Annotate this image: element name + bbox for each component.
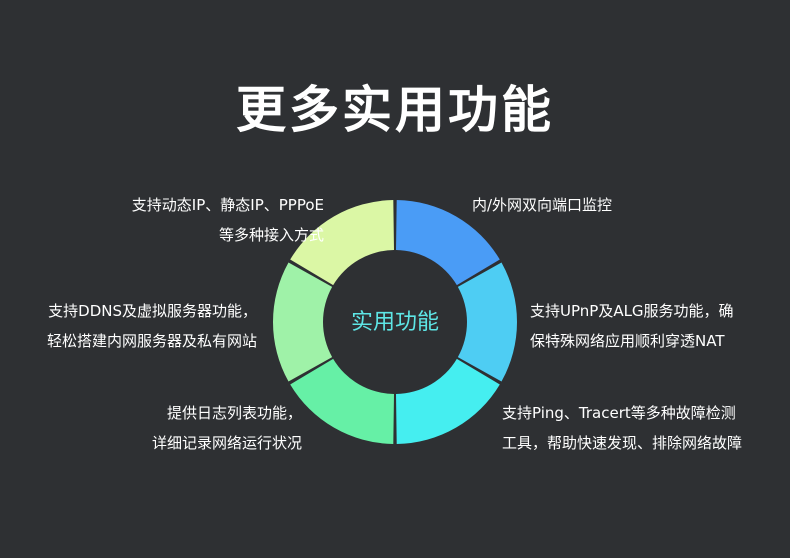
feature-upnp-alg: 支持UPnP及ALG服务功能，确 保特殊网络应用顺利穿透NAT — [530, 296, 734, 356]
feature-text-line: 保特殊网络应用顺利穿透NAT — [530, 332, 725, 350]
feature-text-line: 详细记录网络运行状况 — [151, 434, 302, 452]
page-title: 更多实用功能 — [236, 81, 554, 139]
feature-text-line: 内/外网双向端口监控 — [472, 196, 613, 214]
ring-segment-upnp-alg — [457, 262, 517, 382]
feature-ddns-virtual-server: 支持DDNS及虚拟服务器功能， 轻松搭建内网服务器及私有网站 — [47, 296, 257, 356]
feature-diagnostic-tools: 支持Ping、Tracert等多种故障检测 工具，帮助快速发现、排除网络故障 — [502, 398, 742, 458]
feature-text-line: 工具，帮助快速发现、排除网络故障 — [502, 434, 743, 452]
feature-text-line: 支持动态IP、静态IP、PPPoE — [131, 196, 324, 214]
feature-log-list: 提供日志列表功能， 详细记录网络运行状况 — [152, 398, 302, 458]
ring-center-label: 实用功能 — [350, 310, 439, 335]
feature-text-line: 支持UPnP及ALG服务功能，确 — [530, 302, 734, 320]
ring-segment-port-monitor — [396, 200, 500, 286]
ring-segment-log-list — [290, 358, 394, 444]
feature-text-line: 等多种接入方式 — [218, 226, 324, 244]
ring-segment-diagnostic-tools — [396, 358, 500, 444]
feature-text-line: 支持Ping、Tracert等多种故障检测 — [502, 404, 736, 422]
feature-access-modes: 支持动态IP、静态IP、PPPoE 等多种接入方式 — [132, 190, 324, 250]
feature-text-line: 轻松搭建内网服务器及私有网站 — [46, 332, 257, 350]
ring-segment-access-modes — [290, 200, 394, 286]
feature-text-line: 支持DDNS及虚拟服务器功能， — [48, 302, 257, 320]
feature-text-line: 提供日志列表功能， — [166, 404, 302, 422]
ring-segment-ddns-virtual-server — [272, 262, 333, 382]
feature-port-monitor: 内/外网双向端口监控 — [472, 190, 612, 220]
